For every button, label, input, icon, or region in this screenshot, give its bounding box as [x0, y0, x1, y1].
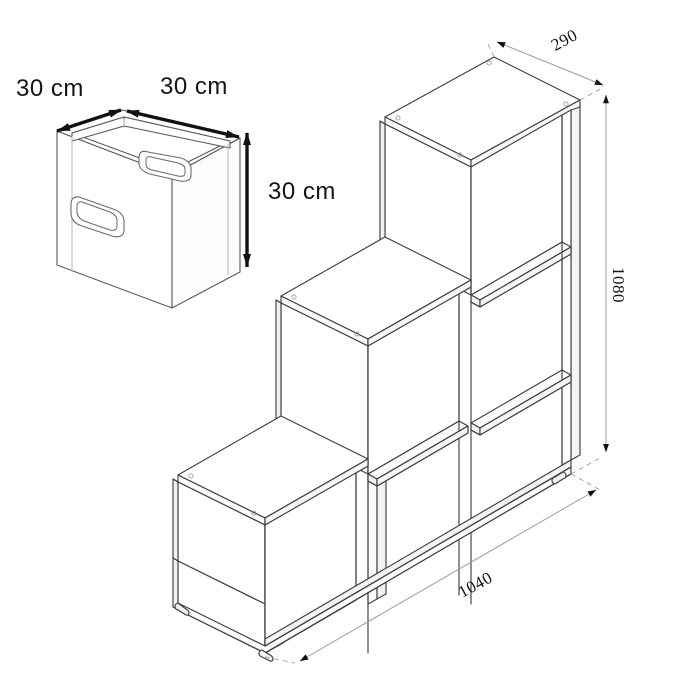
ext-line-bottom-right	[570, 457, 601, 475]
dim-line-shelf-depth	[496, 41, 604, 86]
label-box-width: 30 cm	[160, 73, 228, 100]
label-box-depth: 30 cm	[16, 75, 84, 102]
shelf-col3-lower-shelf-run	[479, 374, 572, 436]
shelf-col3-right-panel-inner	[561, 109, 572, 466]
ext-line-top-right	[579, 86, 605, 101]
storage-box-dimensions	[56, 108, 251, 267]
box-back-handle-icon	[138, 150, 192, 182]
dim-arrow-box-width	[126, 109, 240, 139]
shelf-dimensions	[264, 41, 609, 664]
ext-line-bottom-right-2	[570, 473, 601, 491]
shelf-col3-middle-shelf-run	[479, 246, 572, 308]
shelf-col3-left-panel-edge	[379, 120, 386, 253]
shelf-col1-left-panel-outer	[172, 478, 179, 562]
storage-box-illustration	[56, 109, 241, 309]
shelf-col1-left-panel-outer-lower	[172, 557, 179, 611]
shelf-foot-left	[174, 602, 190, 616]
shelf-col2-left-panel-edge	[275, 299, 282, 432]
dim-arrow-box-depth	[56, 108, 122, 133]
shelf-col2-top-run-back	[367, 279, 472, 347]
shelf-foot-right	[551, 471, 567, 485]
label-box-height: 30 cm	[268, 178, 336, 205]
box-front-handle-icon	[70, 196, 125, 238]
dim-line-shelf-width	[299, 489, 597, 662]
shelf-col2-lower-shelf-run	[376, 425, 469, 487]
label-shelf-height: 1080	[609, 267, 628, 303]
ext-line-top-back	[486, 41, 495, 58]
shelf-col3-right-panel	[570, 106, 581, 461]
